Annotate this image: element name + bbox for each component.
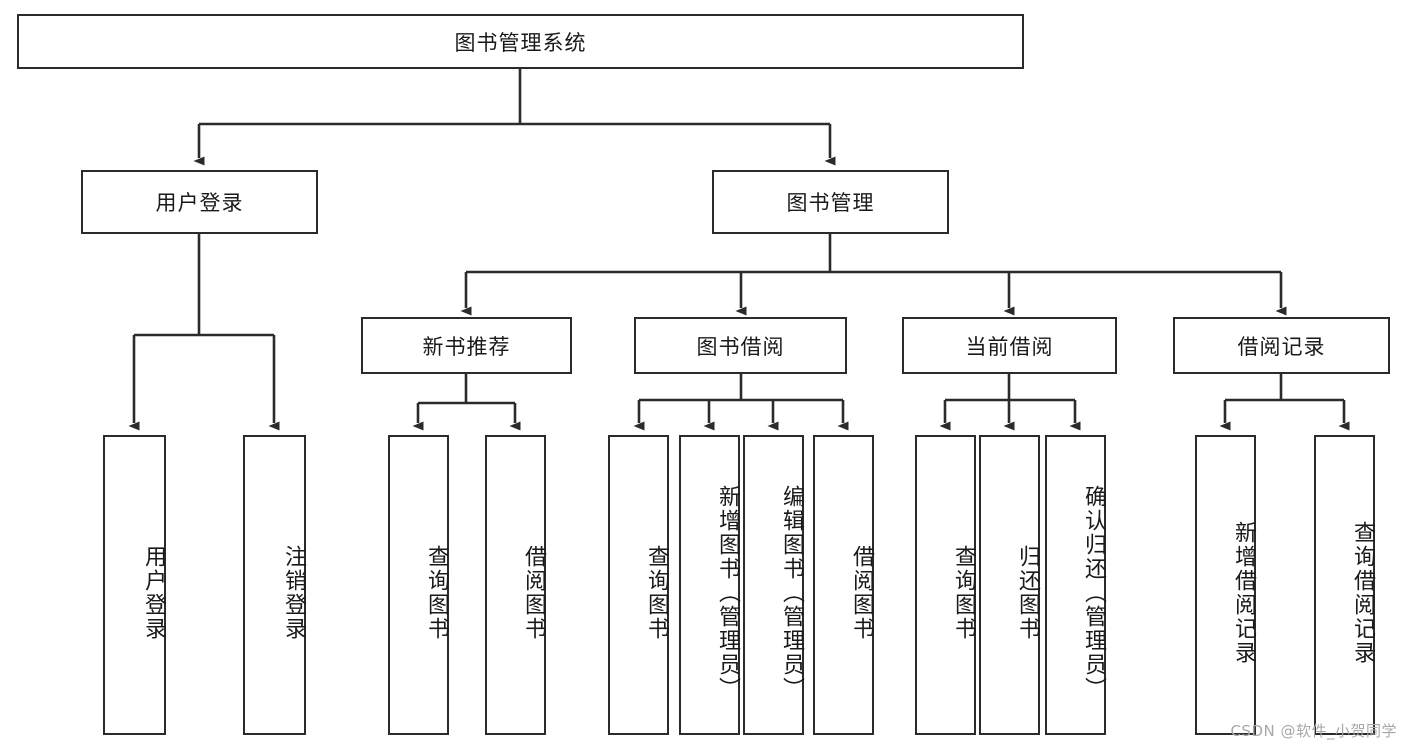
leaf-user-login-logout[interactable]: 注销登录 (243, 435, 306, 735)
node-book-borrow[interactable]: 图书借阅 (634, 317, 847, 374)
leaf-borrow-record-add[interactable]: 新增借阅记录 (1195, 435, 1256, 735)
node-label: 图书管理系统 (454, 30, 587, 55)
leaf-current-borrow-return[interactable]: 归还图书 (979, 435, 1040, 735)
node-label: 借阅记录 (1237, 334, 1326, 359)
node-label: 查询图书 (424, 545, 449, 641)
node-current-borrow[interactable]: 当前借阅 (902, 317, 1117, 374)
node-book-management[interactable]: 图书管理 (712, 170, 949, 234)
node-label: 借阅图书 (849, 545, 874, 641)
node-label: 编辑图书（管理员） (779, 485, 804, 701)
node-label: 查询图书 (644, 545, 669, 641)
node-label: 借阅图书 (521, 545, 546, 641)
node-label: 图书借阅 (696, 334, 785, 359)
node-new-book-recommend[interactable]: 新书推荐 (361, 317, 572, 374)
leaf-new-book-query[interactable]: 查询图书 (388, 435, 449, 735)
leaf-current-borrow-query[interactable]: 查询图书 (915, 435, 976, 735)
leaf-book-borrow-edit[interactable]: 编辑图书（管理员） (743, 435, 804, 735)
node-label: 当前借阅 (965, 334, 1054, 359)
node-label: 新书推荐 (422, 334, 511, 359)
csdn-watermark: CSDN @软件_小贺同学 (1230, 722, 1397, 740)
leaf-new-book-borrow[interactable]: 借阅图书 (485, 435, 546, 735)
node-label: 用户登录 (141, 545, 166, 641)
leaf-book-borrow-add[interactable]: 新增图书（管理员） (679, 435, 740, 735)
node-user-login[interactable]: 用户登录 (81, 170, 318, 234)
node-label: 图书管理 (786, 191, 875, 215)
leaf-book-borrow-query[interactable]: 查询图书 (608, 435, 669, 735)
leaf-user-login-login[interactable]: 用户登录 (103, 435, 166, 735)
leaf-borrow-record-query[interactable]: 查询借阅记录 (1314, 435, 1375, 735)
node-label: 新增图书（管理员） (715, 485, 740, 701)
node-label: 归还图书 (1015, 545, 1040, 641)
node-label: 用户登录 (155, 191, 244, 215)
node-label: 注销登录 (281, 545, 306, 641)
node-label: 查询图书 (951, 545, 976, 641)
node-borrow-record[interactable]: 借阅记录 (1173, 317, 1390, 374)
node-root-system[interactable]: 图书管理系统 (17, 14, 1024, 69)
node-label: 新增借阅记录 (1231, 521, 1256, 665)
node-label: 查询借阅记录 (1350, 521, 1375, 665)
leaf-book-borrow-borrow[interactable]: 借阅图书 (813, 435, 874, 735)
node-label: 确认归还（管理员） (1081, 485, 1106, 701)
leaf-current-borrow-confirm-return[interactable]: 确认归还（管理员） (1045, 435, 1106, 735)
